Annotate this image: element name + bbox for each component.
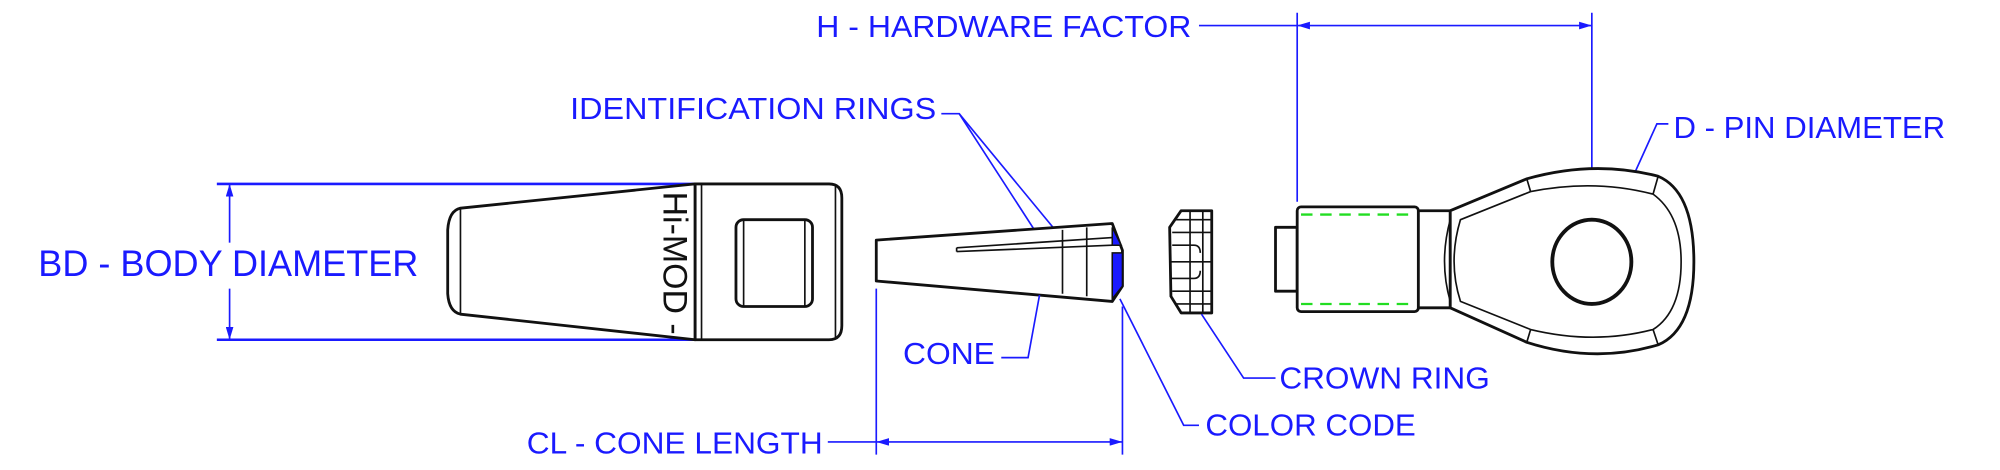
pin-diameter-callout: D - PIN DIAMETER [1612,111,1945,221]
hardware-factor-dimension: H - HARDWARE FACTOR [816,10,1593,313]
crown-ring-callout: CROWN RING [1200,313,1490,395]
cone-callout: CONE [903,294,1041,371]
body-diameter-label: BD - BODY DIAMETER [38,242,418,284]
cone-label: CONE [903,337,995,371]
identification-rings-callout: IDENTIFICATION RINGS [570,92,1088,274]
color-code-callout: COLOR CODE [1119,298,1416,443]
color-code-label: COLOR CODE [1205,408,1415,442]
hardware-factor-label: H - HARDWARE FACTOR [816,10,1191,44]
pin-hole [1550,217,1634,306]
body-marking: Hi-MOD - [655,192,693,335]
cone-length-dimension: CL - CONE LENGTH [527,288,1124,460]
color-code-band [1111,226,1124,302]
hardware-eye [1274,167,1696,356]
pin-diameter-label: D - PIN DIAMETER [1673,111,1945,145]
crown-ring [1168,209,1214,315]
cone-length-label: CL - CONE LENGTH [527,426,823,460]
body-diameter-dimension: BD - BODY DIAMETER [38,182,696,342]
cone [874,222,1124,303]
body: Hi-MOD - [446,182,844,342]
identification-rings-label: IDENTIFICATION RINGS [570,92,936,126]
crown-ring-label: CROWN RING [1279,361,1489,395]
